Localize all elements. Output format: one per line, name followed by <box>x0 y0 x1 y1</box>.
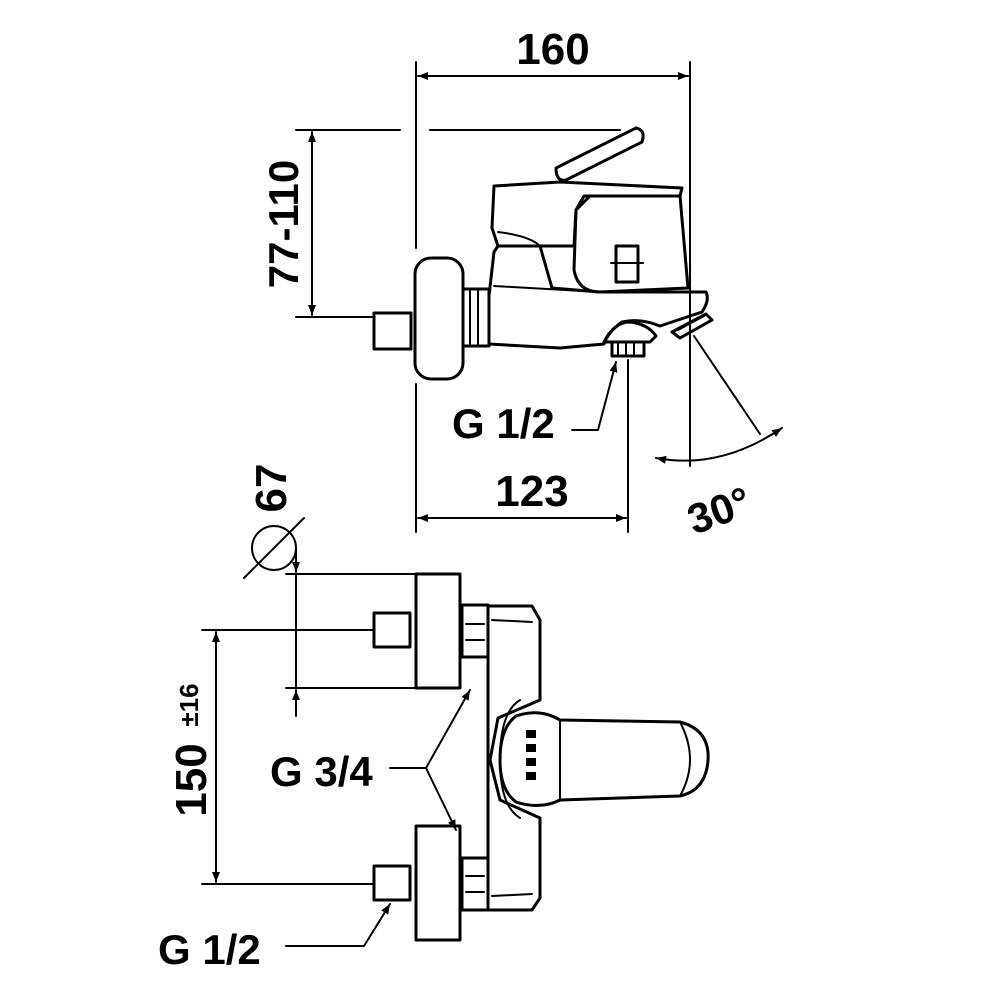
dimension-center-tolerance: ±16 <box>174 683 204 726</box>
side-view <box>372 126 714 381</box>
side-wall-rosette <box>413 256 465 381</box>
side-lever-top <box>554 126 645 182</box>
side-diverter-housing <box>572 194 690 294</box>
side-outlet-thread <box>610 340 646 358</box>
top-upper-rosette <box>414 572 462 690</box>
side-union-nut <box>461 287 491 348</box>
top-mixer-body <box>486 604 542 912</box>
top-upper-nut <box>460 603 490 659</box>
dimension-spout-angle: 30° <box>681 477 757 543</box>
dimension-spout-length: 123 <box>495 467 568 516</box>
dimension-flange-diameter: 67 <box>247 464 296 513</box>
top-view-dimensions: 67 150 ±16 G 3/4 G 1/2 <box>158 464 471 973</box>
connection-thread-label: G 3/4 <box>270 748 373 795</box>
dimension-total-length: 160 <box>516 25 589 74</box>
dimension-height-range: 77-110 <box>260 160 307 288</box>
top-handle-marker <box>526 730 536 738</box>
top-view <box>372 572 710 942</box>
top-lower-connector <box>372 864 412 902</box>
top-lower-nut <box>460 856 490 912</box>
side-aerator <box>670 312 714 340</box>
top-lower-rosette <box>414 824 462 942</box>
side-outlet <box>602 320 658 344</box>
side-view-dimensions: 160 77-110 123 G 1/2 30° <box>260 25 783 543</box>
top-upper-connector <box>372 611 412 649</box>
outlet-thread-label: G 1/2 <box>452 400 555 447</box>
inlet-thread-label: G 1/2 <box>158 926 261 973</box>
diameter-symbol <box>251 525 297 571</box>
side-inlet-connector <box>372 311 413 351</box>
dimension-center-distance: 150 <box>167 743 216 816</box>
